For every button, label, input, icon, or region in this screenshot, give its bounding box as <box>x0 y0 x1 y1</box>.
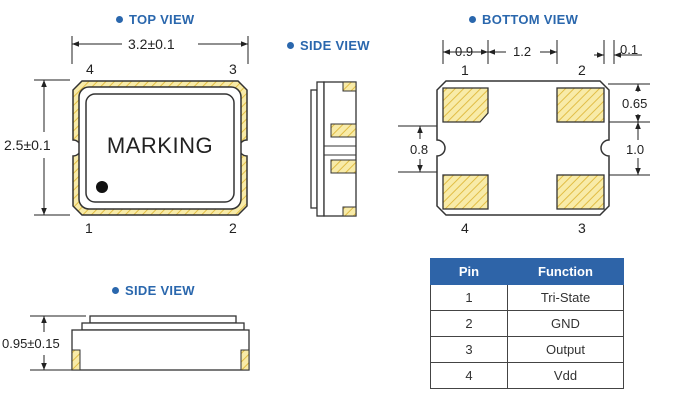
bottom-view <box>398 40 650 216</box>
pad-3 <box>556 174 605 210</box>
pin-cell: 1 <box>430 284 508 311</box>
bottom-pin3-label: 3 <box>578 220 586 236</box>
bullet-dot-icon <box>287 42 294 49</box>
table-row: 3 Output <box>430 336 624 363</box>
table-header-row: Pin Function <box>430 258 624 285</box>
pin-cell: 2 <box>430 310 508 337</box>
pad-height-dimension: 0.65 <box>622 96 648 111</box>
pin1-indicator-dot <box>96 181 108 193</box>
pin-cell: 4 <box>430 362 508 389</box>
top-pin1-label: 1 <box>85 220 93 236</box>
function-cell: Output <box>507 336 624 363</box>
side-view-horizontal <box>30 315 250 371</box>
function-cell: GND <box>507 310 624 337</box>
side-height-dimension: 0.95±0.15 <box>2 336 60 351</box>
side-view-2-title-text: SIDE VIEW <box>125 283 195 298</box>
side-view-title: SIDE VIEW <box>287 38 370 53</box>
table-row: 1 Tri-State <box>430 284 624 311</box>
bottom-view-title: BOTTOM VIEW <box>469 12 578 27</box>
bullet-dot-icon <box>116 16 123 23</box>
bottom-pin4-label: 4 <box>461 220 469 236</box>
right-gap-dimension: 1.0 <box>626 142 645 157</box>
function-column-header: Function <box>507 258 624 285</box>
side-view-vertical <box>310 81 357 217</box>
bottom-pin1-label: 1 <box>461 62 469 78</box>
pad-1 <box>442 87 489 123</box>
marking-label: MARKING <box>106 133 214 158</box>
left-gap-dimension: 0.8 <box>410 142 429 157</box>
pin-cell: 3 <box>430 336 508 363</box>
top-pin4-label: 4 <box>86 61 94 77</box>
pad-width-dimension: 0.9 <box>455 44 474 59</box>
top-height-dimension: 2.5±0.1 <box>4 137 51 153</box>
pin-column-header: Pin <box>430 258 508 285</box>
bottom-pin2-label: 2 <box>578 62 586 78</box>
top-view-title: TOP VIEW <box>116 12 195 27</box>
function-cell: Vdd <box>507 362 624 389</box>
top-view <box>34 36 249 216</box>
top-pin3-label: 3 <box>229 61 237 77</box>
table-row: 4 Vdd <box>430 362 624 389</box>
bullet-dot-icon <box>469 16 476 23</box>
side-view-title-text: SIDE VIEW <box>300 38 370 53</box>
pad-2 <box>556 87 605 123</box>
top-pin2-label: 2 <box>229 220 237 236</box>
top-width-dimension: 3.2±0.1 <box>128 36 175 52</box>
bullet-dot-icon <box>112 287 119 294</box>
edge-dimension: 0.1 <box>620 42 639 57</box>
pad-4 <box>442 174 489 210</box>
table-row: 2 GND <box>430 310 624 337</box>
top-view-title-text: TOP VIEW <box>129 12 195 27</box>
bottom-view-title-text: BOTTOM VIEW <box>482 12 579 27</box>
pad-gap-dimension: 1.2 <box>513 44 532 59</box>
function-cell: Tri-State <box>507 284 624 311</box>
pin-function-table: Pin Function 1 Tri-State 2 GND 3 Output … <box>430 258 624 389</box>
side-view-2-title: SIDE VIEW <box>112 283 195 298</box>
